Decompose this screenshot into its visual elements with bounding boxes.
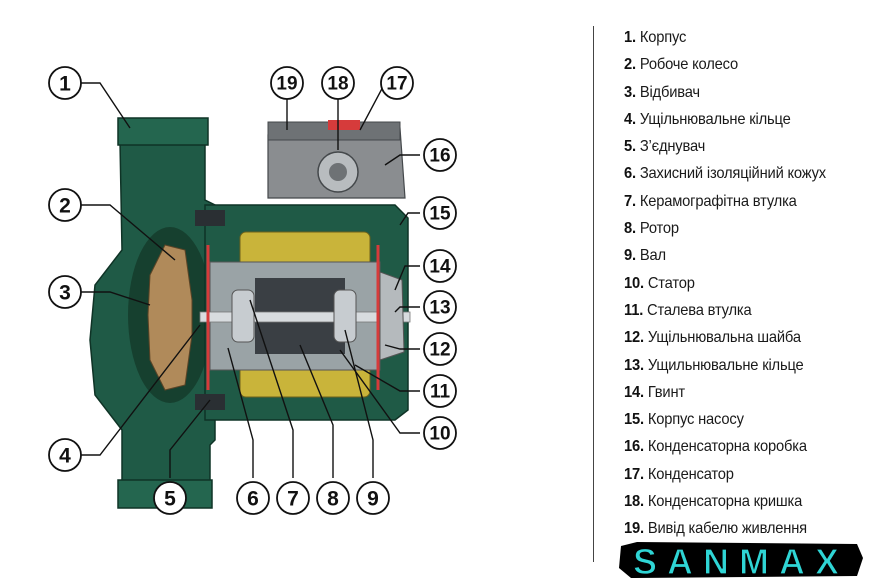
legend-item: 11. Сталева втулка (624, 301, 752, 319)
legend-item: 17. Конденсатор (624, 465, 734, 483)
pump-illustration (89, 117, 411, 509)
inlet-flange (117, 117, 209, 146)
callout-label: 17 (386, 74, 407, 95)
callout-label: 16 (429, 146, 450, 167)
legend-item: 4. Ущільнювальне кільце (624, 110, 791, 128)
legend-item: 9. Вал (624, 247, 666, 265)
callout-label: 7 (287, 488, 299, 511)
callout-17 (380, 66, 414, 100)
callout-19 (270, 66, 304, 100)
shaft (199, 311, 411, 323)
legend-item: 14. Гвинт (624, 383, 685, 401)
callout-6 (236, 481, 270, 515)
callout-12 (423, 332, 457, 366)
callout-15 (423, 196, 457, 230)
callout-5 (153, 481, 187, 515)
callout-label: 9 (367, 488, 379, 511)
callout-label: 15 (429, 204, 451, 225)
legend-item: 7. Керамографітна втулка (624, 192, 797, 210)
sanmax-logo: SANMAX (619, 540, 863, 582)
callout-1 (48, 66, 82, 100)
leader-lines (80, 82, 420, 478)
cable-gland-inner (329, 163, 347, 181)
callout-7 (276, 481, 310, 515)
callout-label: 6 (247, 488, 259, 511)
legend-item: 8. Ротор (624, 220, 679, 238)
callout-label: 19 (276, 74, 297, 95)
callout-10 (423, 416, 457, 450)
legend-item: 6. Захисний ізоляційний кожух (624, 165, 826, 183)
bearing-left (231, 289, 255, 343)
callout-label: 4 (59, 445, 71, 468)
callout-8 (316, 481, 350, 515)
callout-label: 14 (429, 257, 451, 278)
legend-item: 2. Робоче колесо (624, 56, 738, 74)
flange-screw-bottom (195, 394, 225, 410)
legend-item: 1. Корпус (624, 29, 687, 46)
legend-item: 13. Ущильнювальне кільце (624, 356, 804, 374)
callout-9 (356, 481, 390, 515)
capacitor-red-cap (328, 120, 360, 130)
legend-item: 16. Конденсаторна коробка (624, 438, 807, 456)
legend-item: 10. Статор (624, 274, 695, 292)
callout-2 (48, 188, 82, 222)
callout-4 (48, 438, 82, 472)
callout-label: 1 (59, 73, 71, 96)
callout-11 (423, 374, 457, 408)
flange-screw-top (195, 210, 225, 226)
legend-item: 5. З’єднувач (624, 138, 706, 156)
callout-label: 13 (429, 298, 450, 319)
callout-13 (423, 290, 457, 324)
callout-18 (321, 66, 355, 100)
legend-divider (593, 26, 594, 562)
callout-label: 8 (327, 488, 339, 511)
logo-paint-stroke (619, 542, 863, 578)
callout-label: 5 (164, 488, 176, 511)
legend-item: 12. Ущільнювальна шайба (624, 329, 801, 347)
callout-label: 10 (429, 424, 450, 445)
legend-item: 18. Конденсаторна кришка (624, 493, 803, 511)
impeller (147, 244, 193, 391)
pump-cutaway-diagram: 1 2 3 4 5 6 7 8 9 10 11 12 13 14 15 16 1… (48, 66, 457, 515)
callout-label: 18 (327, 74, 348, 95)
parts-legend: 1. Корпус 2. Робоче колесо 3. Відбивач 4… (624, 24, 870, 543)
callouts (48, 66, 457, 515)
callout-16 (423, 138, 457, 172)
callout-label: 12 (429, 340, 450, 361)
brand-name: SANMAX (633, 541, 849, 582)
callout-label: 2 (59, 195, 71, 218)
legend-item: 19. Вивід кабелю живлення (624, 520, 807, 538)
callout-3 (48, 275, 82, 309)
callout-label: 11 (430, 382, 451, 403)
rear-cap (379, 271, 405, 361)
legend-item: 15. Корпус насосу (624, 411, 744, 429)
callout-14 (423, 249, 457, 283)
callout-label: 3 (59, 282, 71, 305)
legend-item: 3. Відбивач (624, 83, 700, 101)
bearing-right (333, 289, 357, 343)
